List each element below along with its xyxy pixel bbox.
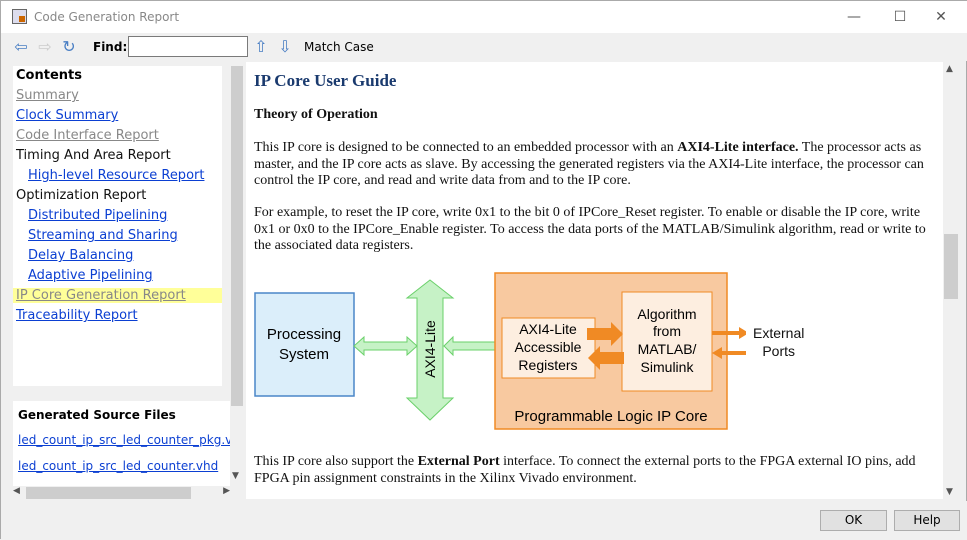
scroll-thumb[interactable]	[231, 66, 243, 406]
diagram-label: Simulink	[641, 359, 695, 375]
sidebar-item[interactable]: Delay Balancing	[28, 248, 134, 263]
refresh-icon[interactable]: ↻	[62, 37, 76, 56]
data-arrow-right	[587, 322, 623, 346]
paragraph-theory: This IP core is designed to be connected…	[254, 140, 939, 190]
help-button[interactable]: Help	[894, 510, 960, 531]
window-title: Code Generation Report	[34, 10, 180, 24]
diagram-label: Registers	[518, 357, 577, 373]
sidebar-item[interactable]: Code Interface Report	[16, 128, 159, 143]
bold-text: External Port	[417, 454, 500, 469]
diagram-label: AXI4-Lite	[519, 321, 577, 337]
processing-system-block	[254, 292, 355, 397]
back-arrow-icon[interactable]: ⇦	[14, 37, 28, 56]
app-icon	[12, 9, 27, 24]
ok-button[interactable]: OK	[820, 510, 887, 531]
sidebar-item[interactable]: Summary	[16, 88, 79, 103]
scroll-thumb[interactable]	[944, 234, 958, 299]
find-input[interactable]	[128, 36, 248, 57]
minimize-button[interactable]: —	[847, 9, 861, 25]
find-label: Find:	[93, 40, 128, 54]
generated-files-panel: Generated Source Files led_count_ip_src_…	[13, 401, 230, 486]
report-content: IP Core User Guide Theory of Operation T…	[246, 62, 943, 499]
sidebar-item: Timing And Area Report	[16, 148, 171, 163]
bold-text: AXI4-Lite interface.	[677, 140, 799, 155]
diagram-label: System	[279, 346, 329, 363]
file-link[interactable]: led_count_ip_src_led_counter_pkg.vhd	[18, 433, 230, 447]
diagram-label: Programmable Logic IP Core	[514, 408, 707, 425]
sidebar-item[interactable]: Clock Summary	[16, 108, 119, 123]
sidebar-item: Optimization Report	[16, 188, 147, 203]
diagram-label: AXI4-Lite	[422, 320, 438, 378]
diagram-label: Accessible	[515, 339, 582, 355]
close-button[interactable]: ✕	[935, 9, 947, 25]
left-vertical-scrollbar[interactable]: ▼	[230, 66, 244, 486]
sidebar-item[interactable]: Traceability Report	[16, 308, 138, 323]
external-output-arrow	[712, 327, 746, 339]
find-next-icon[interactable]: ⇩	[278, 37, 292, 56]
scroll-thumb[interactable]	[26, 487, 191, 499]
diagram-label: MATLAB/	[638, 341, 697, 357]
paragraph-external-port: This IP core also support the External P…	[254, 454, 939, 487]
registers-block	[501, 317, 596, 379]
button-bar	[1, 501, 967, 540]
text: interface. To connect the external ports…	[254, 454, 916, 486]
sidebar-item[interactable]: Distributed Pipelining	[28, 208, 168, 223]
text: This IP core is designed to be connected…	[254, 140, 678, 155]
diagram-label: from	[653, 323, 681, 339]
data-arrow-left	[588, 346, 624, 370]
maximize-button[interactable]: ☐	[893, 9, 907, 25]
content-vertical-scrollbar[interactable]: ▲ ▼	[943, 62, 959, 499]
files-title: Generated Source Files	[18, 408, 176, 422]
ip-core-diagram: Processing System AXI4-Lite AXI4-Lite Ac…	[254, 272, 746, 430]
external-input-arrow	[712, 347, 746, 359]
text: The processor acts as master, and the IP…	[254, 140, 924, 188]
text: This IP core also support the	[254, 454, 418, 469]
file-link[interactable]: led_count_ip_src_led_counter.vhd	[18, 459, 219, 473]
axi-bus-arrow	[405, 279, 455, 421]
match-case-option[interactable]: Match Case	[304, 40, 374, 54]
diagram-label: Processing	[267, 326, 341, 343]
left-horizontal-scrollbar[interactable]: ◀ ▶	[13, 486, 230, 500]
section-heading: Theory of Operation	[254, 107, 378, 122]
page-title: IP Core User Guide	[254, 71, 397, 90]
bidirectional-arrow	[353, 335, 418, 357]
contents-title: Contents	[16, 68, 82, 83]
paragraph-example: For example, to reset the IP core, write…	[254, 205, 926, 253]
title-bar: Code Generation Report — ☐ ✕	[1, 1, 967, 33]
sidebar-item[interactable]: High-level Resource Report	[28, 168, 205, 183]
diagram-label: Ports	[762, 343, 796, 359]
sidebar-item[interactable]: Streaming and Sharing	[28, 228, 178, 243]
diagram-label: Algorithm	[637, 306, 696, 322]
sidebar-item[interactable]: IP Core Generation Report	[13, 288, 222, 303]
forward-arrow-icon[interactable]: ⇨	[38, 37, 52, 56]
algorithm-block	[621, 291, 713, 392]
find-previous-icon[interactable]: ⇧	[254, 37, 268, 56]
diagram-label: External	[753, 325, 805, 341]
sidebar-item[interactable]: Adaptive Pipelining	[28, 268, 153, 283]
